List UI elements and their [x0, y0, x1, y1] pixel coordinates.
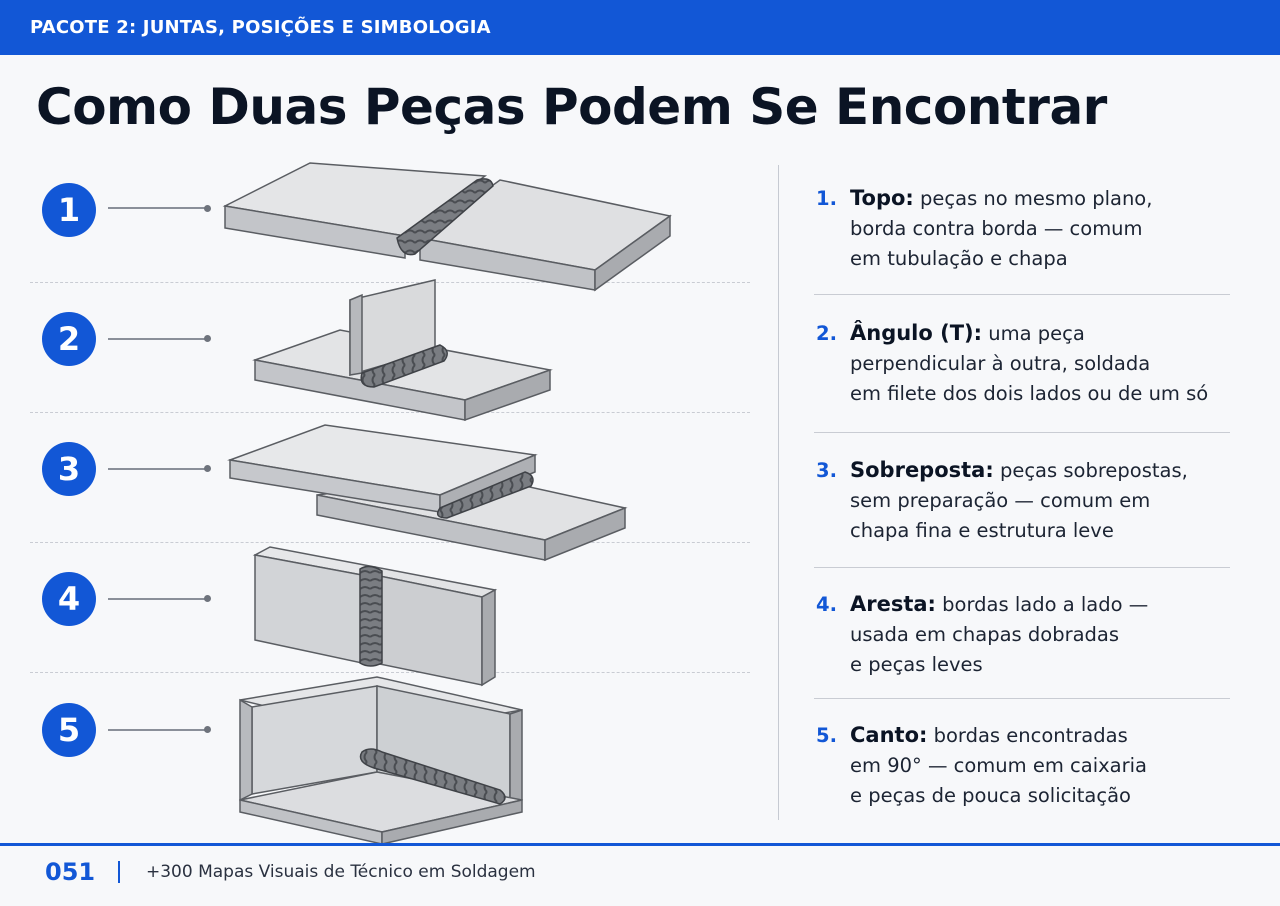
leader-line-5 — [108, 729, 208, 731]
description-item-aresta: 4. Aresta: bordas lado a lado — usada em … — [816, 589, 1236, 680]
item-line: em filete dos dois lados ou de um só — [850, 382, 1209, 405]
leader-line-2 — [108, 338, 208, 340]
row-separator-2 — [30, 412, 750, 413]
description-item-sobreposta: 3. Sobreposta: peças sobrepostas, sem pre… — [816, 455, 1236, 546]
corner-joint-illustration — [239, 676, 523, 845]
item-number: 5. — [816, 724, 837, 747]
column-divider — [778, 165, 779, 820]
item-line: peças sobrepostas, — [999, 459, 1188, 482]
section-header-bar: PACOTE 2: JUNTAS, POSIÇÕES E SIMBOLOGIA — [0, 0, 1280, 55]
item-separator — [814, 294, 1230, 295]
leader-line-3 — [108, 468, 208, 470]
item-term: Aresta: — [850, 592, 936, 616]
lap-joint-illustration — [227, 424, 628, 562]
item-line: uma peça — [988, 322, 1085, 345]
leader-dot-3 — [204, 465, 211, 472]
item-line: peças no mesmo plano, — [920, 187, 1153, 210]
t-joint-illustration — [252, 279, 553, 422]
footer-rule — [0, 843, 1280, 846]
item-line: usada em chapas dobradas — [850, 623, 1120, 646]
description-item-canto: 5. Canto: bordas encontradas em 90° — com… — [816, 720, 1236, 811]
badge-2: 2 — [42, 312, 96, 366]
page-number: 051 — [45, 858, 96, 886]
section-label: PACOTE 2: JUNTAS, POSIÇÕES E SIMBOLOGIA — [30, 17, 491, 38]
item-term: Ângulo (T): — [850, 321, 983, 345]
leader-line-1 — [108, 207, 208, 209]
badge-1: 1 — [42, 183, 96, 237]
item-line: bordas encontradas — [933, 724, 1128, 747]
butt-joint-illustration — [222, 162, 672, 292]
row-separator-1 — [30, 282, 750, 283]
leader-dot-5 — [204, 726, 211, 733]
item-separator — [814, 432, 1230, 433]
item-line: sem preparação — comum em — [850, 489, 1151, 512]
page-title: Como Duas Peças Podem Se Encontrar — [36, 78, 1107, 136]
footer-divider — [118, 861, 120, 883]
item-line: e peças leves — [850, 653, 983, 676]
item-line: borda contra borda — comum — [850, 217, 1143, 240]
leader-line-4 — [108, 598, 208, 600]
item-term: Canto: — [850, 723, 928, 747]
description-item-topo: 1. Topo: peças no mesmo plano, borda cont… — [816, 183, 1236, 274]
item-line: bordas lado a lado — — [942, 593, 1149, 616]
leader-dot-1 — [204, 205, 211, 212]
row-separator-4 — [30, 672, 750, 673]
item-number: 2. — [816, 322, 837, 345]
item-separator — [814, 567, 1230, 568]
leader-dot-2 — [204, 335, 211, 342]
badge-4: 4 — [42, 572, 96, 626]
item-line: em 90° — comum em caixaria — [850, 754, 1148, 777]
item-line: chapa fina e estrutura leve — [850, 519, 1114, 542]
edge-joint-illustration — [252, 546, 498, 687]
item-number: 4. — [816, 593, 837, 616]
badge-5: 5 — [42, 703, 96, 757]
item-line: em tubulação e chapa — [850, 247, 1068, 270]
description-item-angulo: 2. Ângulo (T): uma peça perpendicular à o… — [816, 318, 1236, 409]
item-number: 1. — [816, 187, 837, 210]
item-line: perpendicular à outra, soldada — [850, 352, 1151, 375]
item-separator — [814, 698, 1230, 699]
item-term: Topo: — [850, 186, 914, 210]
item-number: 3. — [816, 459, 837, 482]
badge-3: 3 — [42, 442, 96, 496]
item-line: e peças de pouca solicitação — [850, 784, 1131, 807]
row-separator-3 — [30, 542, 750, 543]
book-title: +300 Mapas Visuais de Técnico em Soldage… — [146, 862, 536, 882]
item-term: Sobreposta: — [850, 458, 994, 482]
leader-dot-4 — [204, 595, 211, 602]
